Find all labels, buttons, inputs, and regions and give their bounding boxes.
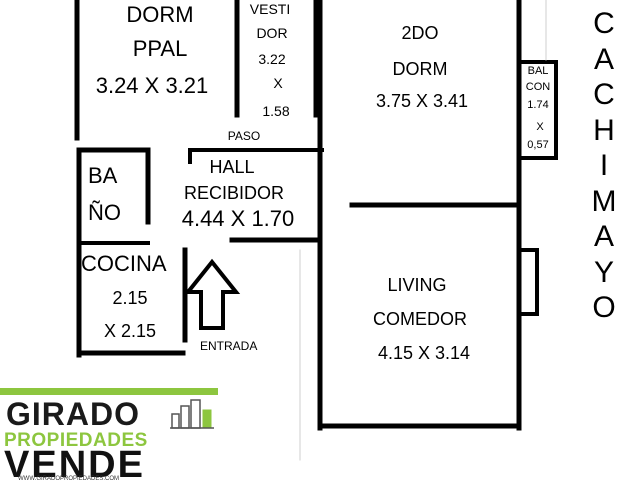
logo-propiedades: PROPIEDADES	[4, 430, 148, 451]
living-label-1: LIVING	[387, 275, 447, 295]
dorm2-label-1: 2DO	[401, 23, 439, 43]
balcon-dim-b: 0,57	[527, 139, 549, 151]
street-letter: Y	[593, 255, 614, 289]
buildings-icon	[170, 399, 214, 429]
logo-vende: VENDE	[4, 444, 145, 486]
dorm-ppal-label-1: DORM	[126, 2, 194, 27]
dorm-ppal-dims: 3.24 X 3.21	[95, 73, 209, 98]
entrance-arrow-icon	[183, 258, 241, 330]
balcon-label-1: BAL	[527, 65, 549, 77]
vestidor-dim-b: 1.58	[262, 103, 290, 119]
logo-girado: GIRADO	[6, 396, 140, 432]
street-letter: A	[593, 220, 614, 253]
bano-label-2: ÑO	[88, 200, 121, 225]
dorm2-label-2: DORM	[392, 59, 448, 79]
bano-label-1: BA	[88, 163, 118, 188]
balcon-dim-a: 1.74	[527, 99, 549, 111]
vestidor-dim-a: 3.22	[258, 51, 286, 67]
street-letter: A	[593, 42, 614, 76]
logo-band	[0, 388, 218, 395]
living-label-2: COMEDOR	[373, 309, 467, 329]
street-letter: C	[593, 7, 615, 40]
paso-label: PASO	[227, 129, 261, 143]
cocina-label: COCINA	[81, 251, 167, 276]
hall-label-2: RECIBIDOR	[183, 183, 285, 203]
vestidor-x: X	[273, 75, 283, 91]
street-name: C A C H I M A Y O	[590, 6, 618, 326]
street-letter: H	[593, 113, 615, 147]
entrada-label: ENTRADA	[200, 339, 258, 353]
vestidor-label-1: VESTI	[249, 1, 291, 17]
street-letter: M	[591, 184, 617, 218]
agency-logo: GIRADO PROPIEDADES VENDE WWW.GIRADOPROPI…	[0, 388, 218, 486]
hall-dims: 4.44 X 1.70	[181, 206, 295, 231]
cocina-dim-a: 2.15	[112, 288, 148, 308]
balcon-x: X	[536, 121, 544, 133]
dorm-ppal-label-2: PPAL	[132, 36, 188, 61]
dorm2-dims: 3.75 X 3.41	[375, 91, 469, 111]
living-dims: 4.15 X 3.14	[377, 343, 471, 363]
vestidor-label-2: DOR	[256, 25, 288, 41]
balcon-label-2: CON	[525, 81, 551, 93]
living-window	[517, 248, 539, 316]
street-letter: C	[593, 78, 615, 111]
cocina-dim-b: X 2.15	[103, 321, 157, 341]
street-letter: O	[592, 291, 616, 324]
logo-url: WWW.GIRADOPROPIEDADES.COM	[18, 476, 120, 482]
balcon-outline	[517, 60, 558, 160]
hall-label-1: HALL	[209, 157, 255, 177]
street-letter: I	[599, 149, 609, 182]
